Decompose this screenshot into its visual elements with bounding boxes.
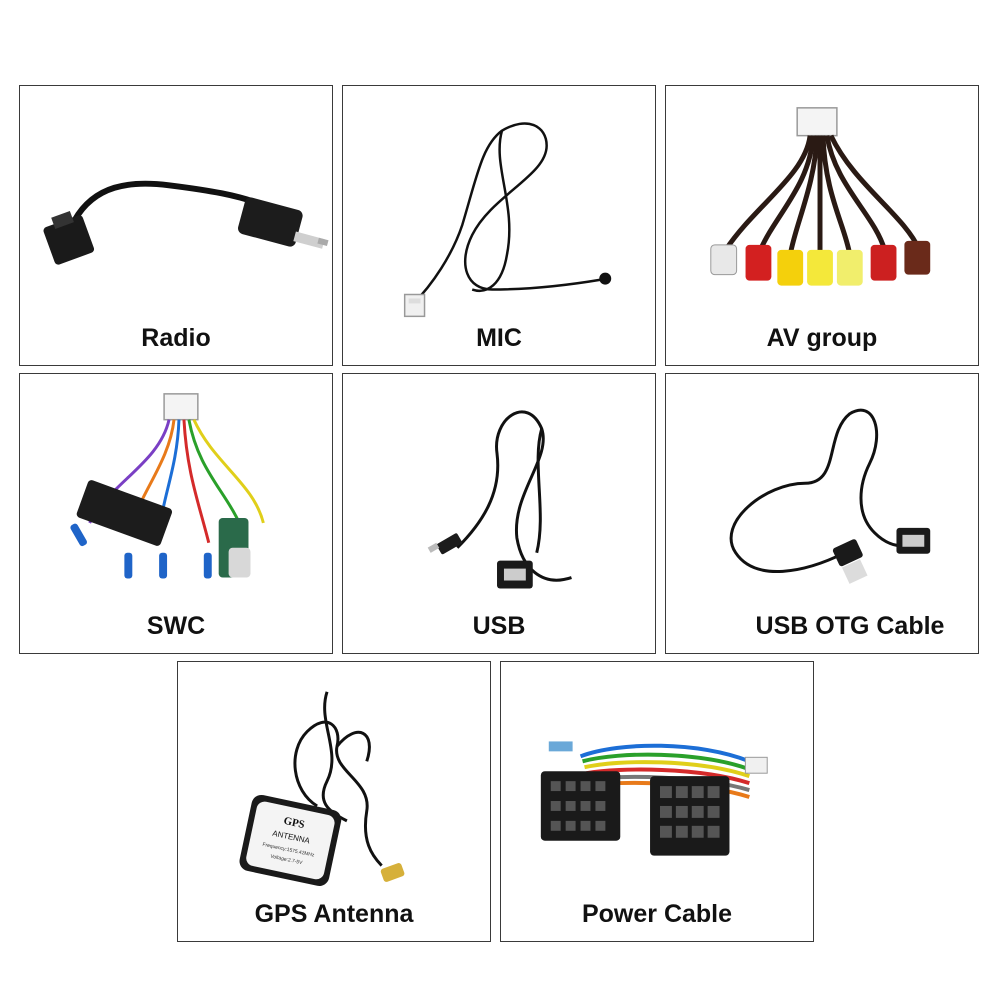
radio-antenna-adapter-image	[43, 180, 329, 265]
product-tile-power-cable: Power Cable	[500, 661, 814, 942]
item-label-usb: USB	[472, 612, 526, 640]
microphone-cable-image	[403, 122, 612, 318]
swc-harness-image	[70, 393, 265, 579]
item-label-radio: Radio	[141, 324, 211, 352]
product-tile-av-group: AV group	[665, 85, 979, 366]
gps-antenna-image: GPS ANTENNA Frequency:1575.42MHz Voltage…	[239, 691, 405, 886]
item-label-av-group: AV group	[766, 324, 878, 352]
usb-otg-cable-image	[729, 408, 931, 584]
item-label-usb-otg-cable: USB OTG Cable	[755, 612, 945, 640]
power-cable-harness-image	[540, 741, 768, 856]
item-label-mic: MIC	[476, 324, 522, 352]
gps-title-text: GPS	[282, 815, 305, 831]
item-label-power-cable: Power Cable	[581, 900, 733, 928]
av-rca-cables-image	[710, 107, 931, 286]
item-label-gps-antenna: GPS Antenna	[254, 900, 414, 928]
product-tile-usb: USB	[342, 373, 656, 654]
product-tile-swc: SWC	[19, 373, 333, 654]
product-tile-usb-otg-cable: USB OTG Cable	[665, 373, 979, 654]
product-tile-radio: Radio	[19, 85, 333, 366]
usb-cable-image	[427, 410, 572, 589]
item-label-swc: SWC	[146, 612, 206, 640]
product-tile-gps-antenna: GPS ANTENNA Frequency:1575.42MHz Voltage…	[177, 661, 491, 942]
product-tile-mic: MIC	[342, 85, 656, 366]
